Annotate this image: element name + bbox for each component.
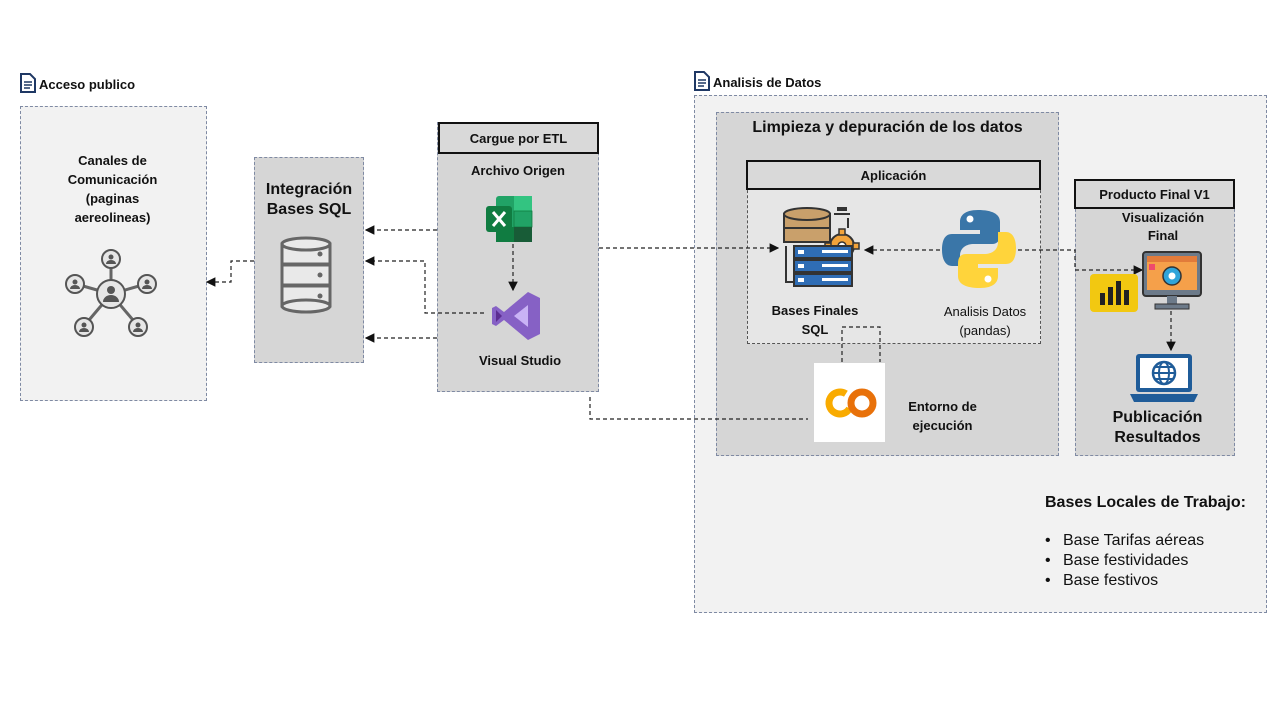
document-icon: [20, 73, 36, 96]
product-panel: [1075, 179, 1235, 456]
section-title: Acceso publico: [39, 77, 136, 92]
runtime-line1: Entorno de: [908, 399, 977, 414]
integration-line1: Integración: [265, 181, 353, 198]
etl-header: Cargue por ETL: [438, 122, 599, 154]
power-bi-icon: [1089, 273, 1139, 318]
publication-line2: Resultados: [1114, 429, 1201, 446]
final-bases-label: Bases Finales SQL: [760, 302, 870, 340]
integration-label: Integración Bases SQL: [254, 180, 364, 220]
section-title: Analisis de Datos: [713, 75, 822, 90]
list-item: Base Tarifas aéreas: [1045, 531, 1204, 551]
etl-panel: [437, 122, 599, 392]
local-bases-title: Bases Locales de Trabajo:: [1045, 494, 1246, 511]
final-bases-line1: Bases Finales: [771, 303, 859, 318]
visualization-label: Visualización Final: [1108, 209, 1218, 245]
integration-line2: Bases SQL: [266, 201, 352, 218]
excel-icon: [484, 194, 534, 249]
product-header: Producto Final V1: [1074, 179, 1235, 209]
final-bases-line2: SQL: [801, 321, 829, 337]
visualization-line2: Final: [1147, 228, 1179, 244]
colab-icon: [814, 363, 885, 442]
network-icon: [62, 248, 160, 345]
source-file-label: Archivo Origen: [471, 163, 565, 178]
list-item: Base festivos: [1045, 571, 1204, 591]
database-icon: [280, 236, 332, 319]
section-label-data-analysis: Analisis de Datos: [694, 71, 821, 94]
runtime-label: Entorno de ejecución: [890, 398, 995, 436]
laptop-globe-icon: [1128, 352, 1200, 411]
runtime-line2: ejecución: [912, 417, 973, 433]
list-item: Base festividades: [1045, 551, 1204, 571]
cleaning-title: Limpieza y depuración de los datos: [752, 119, 1023, 136]
sql-server-icon: [782, 206, 864, 295]
analysis-label: Analisis Datos (pandas): [930, 303, 1040, 341]
visualization-line1: Visualización: [1121, 210, 1205, 225]
section-label-public-access: Acceso publico: [20, 73, 135, 96]
analysis-line2: (pandas): [959, 322, 1011, 338]
local-bases-list: Base Tarifas aéreas Base festividades Ba…: [1045, 531, 1204, 591]
publication-line1: Publicación: [1112, 409, 1203, 426]
analysis-line1: Analisis Datos: [943, 304, 1027, 319]
visual-studio-label: Visual Studio: [478, 353, 562, 368]
channels-label: Canales de Comunicación (paginas aereoli…: [67, 153, 158, 225]
python-icon: [940, 208, 1018, 295]
publication-label: Publicación Resultados: [1095, 408, 1220, 448]
visual-studio-icon: [490, 290, 542, 347]
document-icon: [694, 71, 710, 94]
application-header: Aplicación: [746, 160, 1041, 190]
dashboard-monitor-icon: [1141, 250, 1203, 317]
